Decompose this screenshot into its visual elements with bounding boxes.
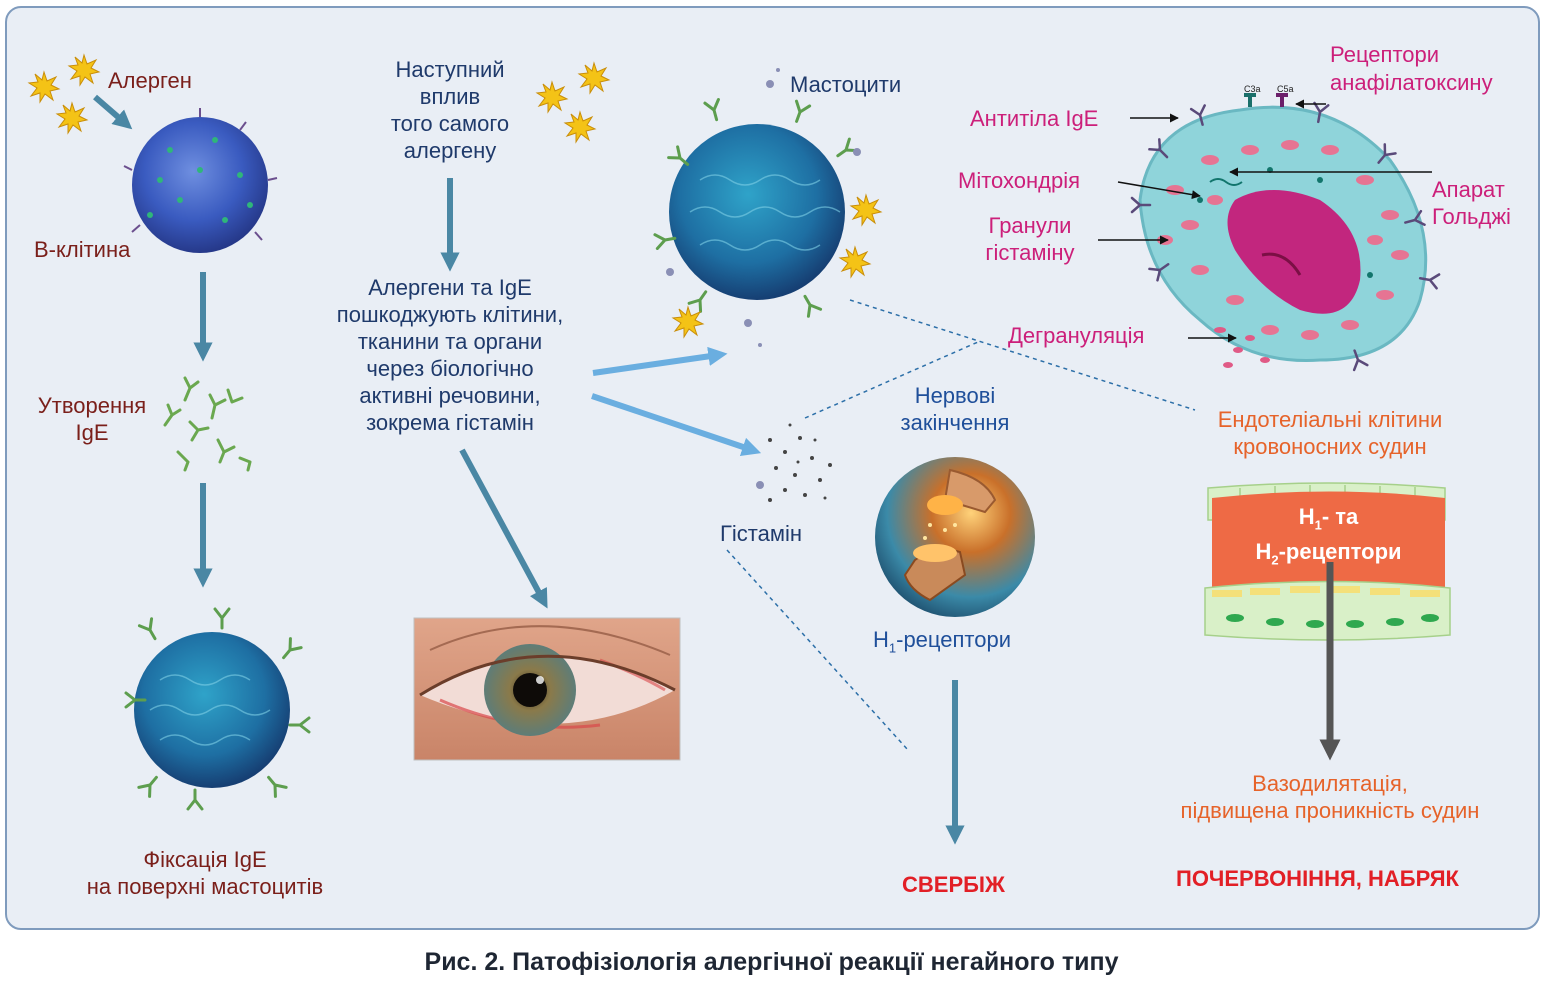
label-c5a: C5a xyxy=(1277,84,1294,94)
blood-vessel-icon xyxy=(1204,482,1451,641)
label-c3a: C3a xyxy=(1244,84,1261,94)
cell-schematic-icon xyxy=(1130,93,1441,372)
eye-photo-icon xyxy=(413,617,681,761)
vasodilation-line1: Вазодилятація, xyxy=(1252,771,1408,796)
h1-sub: 1 xyxy=(888,640,897,656)
arrow-to-eye xyxy=(459,448,548,609)
label-mast-cells: Мастоцити xyxy=(790,72,902,97)
vessel-h2-letter: H xyxy=(1255,539,1272,565)
label-itch: СВЕРБІЖ xyxy=(902,872,1005,897)
label-nerve-endings: Нервові закінчення xyxy=(870,382,1040,436)
damage-line: активні речовини, xyxy=(359,383,541,408)
damage-line: пошкоджують клітини, xyxy=(336,302,564,327)
nerve-ending-icon xyxy=(875,457,1035,617)
damage-line: через біологічно xyxy=(366,356,534,381)
damage-line: Алергени та IgE xyxy=(368,275,532,300)
anaphylatoxin-line1: Рецептори xyxy=(1330,42,1440,67)
damage-line: тканини та органи xyxy=(357,329,543,354)
label-vessel-receptors: H1- та H2-рецептори xyxy=(1212,503,1445,574)
anaphylatoxin-line2: анафілатоксину xyxy=(1330,70,1493,95)
endothelial-line2: кровоносних судин xyxy=(1233,434,1427,459)
dashed-connectors xyxy=(726,299,1196,751)
label-histamine-granules: Гранули гістаміну xyxy=(960,212,1100,266)
label-ige-formation: Утворення IgE xyxy=(22,392,162,446)
label-golgi: Апарат Гольджі xyxy=(1432,176,1511,230)
mast-cell-icon xyxy=(124,607,311,811)
label-degranulation: Дегрануляція xyxy=(1008,323,1145,348)
b-cell-icon xyxy=(123,108,278,253)
label-anaphylatoxin: Рецептори анафілатоксину xyxy=(1330,41,1493,97)
next-exposure-line: Наступний xyxy=(395,57,505,82)
label-endothelial-cells: Ендотеліальні клітини кровоносних судин xyxy=(1170,406,1490,460)
nerve-endings-line2: закінчення xyxy=(900,410,1010,435)
vasodilation-line2: підвищена проникність судин xyxy=(1180,798,1480,823)
mast-cell-icon xyxy=(653,68,882,347)
arrow-to-mast-cells xyxy=(592,346,728,376)
vessel-h1-letter: H xyxy=(1298,504,1315,529)
golgi-line1: Апарат xyxy=(1432,177,1505,202)
label-h1-receptors: H1-рецептори xyxy=(873,626,1011,661)
nerve-endings-line1: Нервові xyxy=(914,383,996,408)
granules-line2: гістаміну xyxy=(985,240,1075,265)
next-exposure-line: алергену xyxy=(403,138,497,163)
label-redness-swelling: ПОЧЕРВОНІННЯ, НАБРЯК xyxy=(1176,866,1459,891)
figure-caption: Рис. 2. Патофізіологія алергічної реакці… xyxy=(424,948,1119,976)
granules-line1: Гранули xyxy=(988,213,1072,238)
label-mitochondria: Мітохондрія xyxy=(958,168,1081,193)
vessel-line2: H2-рецептори xyxy=(1212,538,1445,573)
vessel-h2-sub: 2 xyxy=(1271,552,1279,568)
label-pointers xyxy=(1098,99,1432,343)
label-ige-formation-line2: IgE xyxy=(75,420,109,445)
vessel-h2-text: -рецептори xyxy=(1278,539,1402,565)
label-fixation: Фіксація IgE на поверхні мастоцитів xyxy=(40,846,370,900)
label-histamine: Гістамін xyxy=(720,521,803,546)
golgi-line2: Гольджі xyxy=(1432,204,1511,229)
allergen-arrow xyxy=(93,94,133,130)
endothelial-line1: Ендотеліальні клітини xyxy=(1217,407,1443,432)
allergen-star-icon xyxy=(28,54,100,134)
label-ige-formation-line1: Утворення xyxy=(37,393,147,418)
next-exposure-line: вплив xyxy=(419,84,481,109)
next-exposure-line: того самого xyxy=(390,111,510,136)
label-next-exposure: Наступний вплив того самого алергену xyxy=(340,56,560,164)
label-b-cell: В-клітина xyxy=(34,237,131,262)
label-allergen: Алерген xyxy=(108,68,192,93)
h1-letter: H xyxy=(873,627,889,652)
h1-text: -рецептори xyxy=(896,627,1012,652)
label-vasodilation: Вазодилятація, підвищена проникність суд… xyxy=(1140,770,1520,824)
label-damage: Алергени та IgE пошкоджують клітини, тка… xyxy=(300,274,600,436)
histamine-particles-icon xyxy=(756,423,832,502)
vessel-h1-sub: 1 xyxy=(1314,517,1322,533)
damage-line: зокрема гістамін xyxy=(366,410,534,435)
ige-antibody-icon xyxy=(163,376,252,472)
arrow-to-histamine xyxy=(591,393,762,457)
label-fixation-line1: Фіксація IgE xyxy=(143,847,267,872)
label-antibodies-ige: Антитіла IgE xyxy=(970,106,1099,131)
vessel-h1-text: - та xyxy=(1321,504,1359,529)
label-fixation-line2: на поверхні мастоцитів xyxy=(86,874,324,899)
vessel-line1: H1- та xyxy=(1212,503,1445,538)
